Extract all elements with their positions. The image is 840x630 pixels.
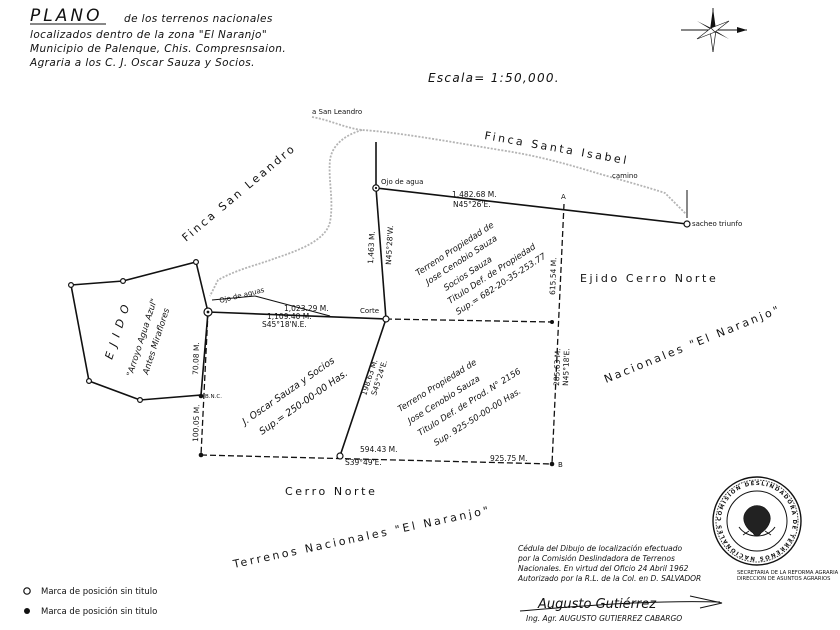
marker-sacheo-triunfo: [683, 220, 691, 228]
line-corte-to-south: [339, 318, 387, 457]
roads: [209, 116, 687, 297]
measurements: 1,482.68 M. N45°26'E. 1,023.29 M. 1,109.…: [191, 190, 571, 467]
marker-corte: [382, 315, 390, 323]
bearing-594: S39°49'E.: [345, 458, 382, 467]
compass-rose-icon: [681, 8, 747, 53]
measure-925: 925.75 M.: [490, 454, 527, 463]
header-line-4: Agraria a los C. J. Oscar Sauza y Socios…: [29, 57, 255, 69]
legend-filled-marker: [24, 608, 30, 614]
marker-east-mid: [550, 320, 554, 324]
label-estaca: B.N.C.: [205, 394, 222, 400]
label-a: A: [561, 193, 566, 201]
measure-1463: 1,463 M.: [366, 231, 377, 264]
measure-1482: 1,482.68 M.: [452, 190, 497, 199]
measure-594: 594.43 M.: [360, 445, 397, 454]
label-a-san-leandro: a San Leandro: [312, 108, 362, 116]
marker-ojo-de-agua-center: [374, 186, 378, 190]
measure-285: 285.63 M.: [552, 348, 562, 386]
agency-line-2: DIRECCION DE ASUNTOS AGRARIOS: [737, 576, 830, 582]
map-scale: Escala= 1:50,000.: [428, 71, 560, 85]
vertex-marker: [119, 278, 126, 285]
measure-100: 100.05 M.: [191, 404, 201, 442]
measure-1023: 1,023.29 M.: [284, 304, 329, 313]
marker-estaca: [198, 393, 204, 399]
map-legend: Marca de posición sin titulo Marca de po…: [23, 586, 157, 617]
arroyo-boundary: [70, 261, 209, 401]
label-sacheo-triunfo: sacheo triunfo: [692, 220, 742, 228]
legend-open-marker: [23, 587, 31, 595]
line-east-vertical: [551, 203, 565, 465]
marker-ojo-de-aguas-center: [206, 310, 210, 314]
line-west-to-corte: [207, 311, 387, 320]
label-camino: camino: [612, 172, 638, 180]
label-ojo-de-agua: Ojo de agua: [381, 178, 423, 186]
vertex-marker: [137, 397, 144, 404]
vertex-marker: [67, 282, 74, 289]
line-ojo-to-sacheo: [375, 187, 688, 225]
line-1023: [254, 295, 331, 317]
line-ojo-to-corte: [375, 187, 387, 320]
vertex-marker: [85, 378, 92, 385]
legend-filled-label: Marca de posición sin titulo: [41, 606, 157, 617]
line-corte-to-east: [385, 318, 553, 323]
footer-note: Cédula del Dibujo de localización efectu…: [517, 544, 839, 623]
header-line-3: Municipio de Palenque, Chis. Compresnsai…: [30, 43, 286, 55]
footer-line-4: Autorizado por la R.L. de la Col. en D. …: [517, 574, 701, 583]
map-header: PLANO de los terrenos nacionales localiz…: [29, 6, 560, 85]
legend-open-label: Marca de posición sin titulo: [41, 586, 157, 597]
agency-line-1: SECRETARIA DE LA REFORMA AGRARIA: [737, 570, 839, 576]
footer-line-3: Nacionales. En virtud del Oficio 24 Abri…: [518, 564, 689, 573]
vertex-marker: [193, 259, 200, 266]
engineer-name: Ing. Agr. AUGUSTO GUTIERREZ CABARGO: [526, 614, 682, 623]
footer-line-1: Cédula del Dibujo de localización efectu…: [518, 544, 683, 553]
label-corte: Corte: [360, 307, 379, 315]
footer-line-2: por la Comisión Deslindadora de Terrenos: [517, 554, 675, 563]
region-cerro-norte: Cerro Norte: [285, 485, 377, 498]
marker-b: [549, 461, 555, 467]
survey-lines: [200, 142, 688, 465]
line-west-vertical: [200, 311, 209, 456]
header-line-1: de los terrenos nacionales: [124, 13, 273, 25]
signature-flourish-2: [689, 595, 723, 609]
measure-1109: 1,109.40 M.: [267, 312, 312, 321]
header-line-2: localizados dentro de la zona "El Naranj…: [30, 29, 267, 41]
line-ojo-aguas-spur: [211, 295, 256, 301]
bearing-1482: N45°26'E.: [453, 200, 491, 209]
marker-sw-corner: [198, 452, 204, 458]
label-b: B: [558, 461, 563, 469]
measure-70: 70.08 M.: [191, 342, 201, 375]
region-ejido-cerro-norte: Ejido Cerro Norte: [580, 272, 718, 285]
map-title: PLANO: [30, 6, 102, 26]
signature: Augusto Gutiérrez: [537, 597, 657, 612]
signature-flourish: [519, 601, 721, 612]
bearing-285: N45°18'E.: [561, 348, 571, 386]
bearing-1463: N45°28'W.: [384, 225, 395, 265]
measure-615: 615.54 M.: [548, 257, 558, 295]
line-south-boundary: [200, 454, 553, 465]
road-to-santa-isabel: [311, 116, 687, 215]
seal-eagle: [743, 505, 771, 537]
bearing-1109: S45°18'N.E.: [262, 320, 307, 329]
marker-cerro-south: [336, 452, 344, 460]
survey-markers: [198, 184, 691, 467]
road-to-ojo-de-aguas: [209, 129, 363, 297]
